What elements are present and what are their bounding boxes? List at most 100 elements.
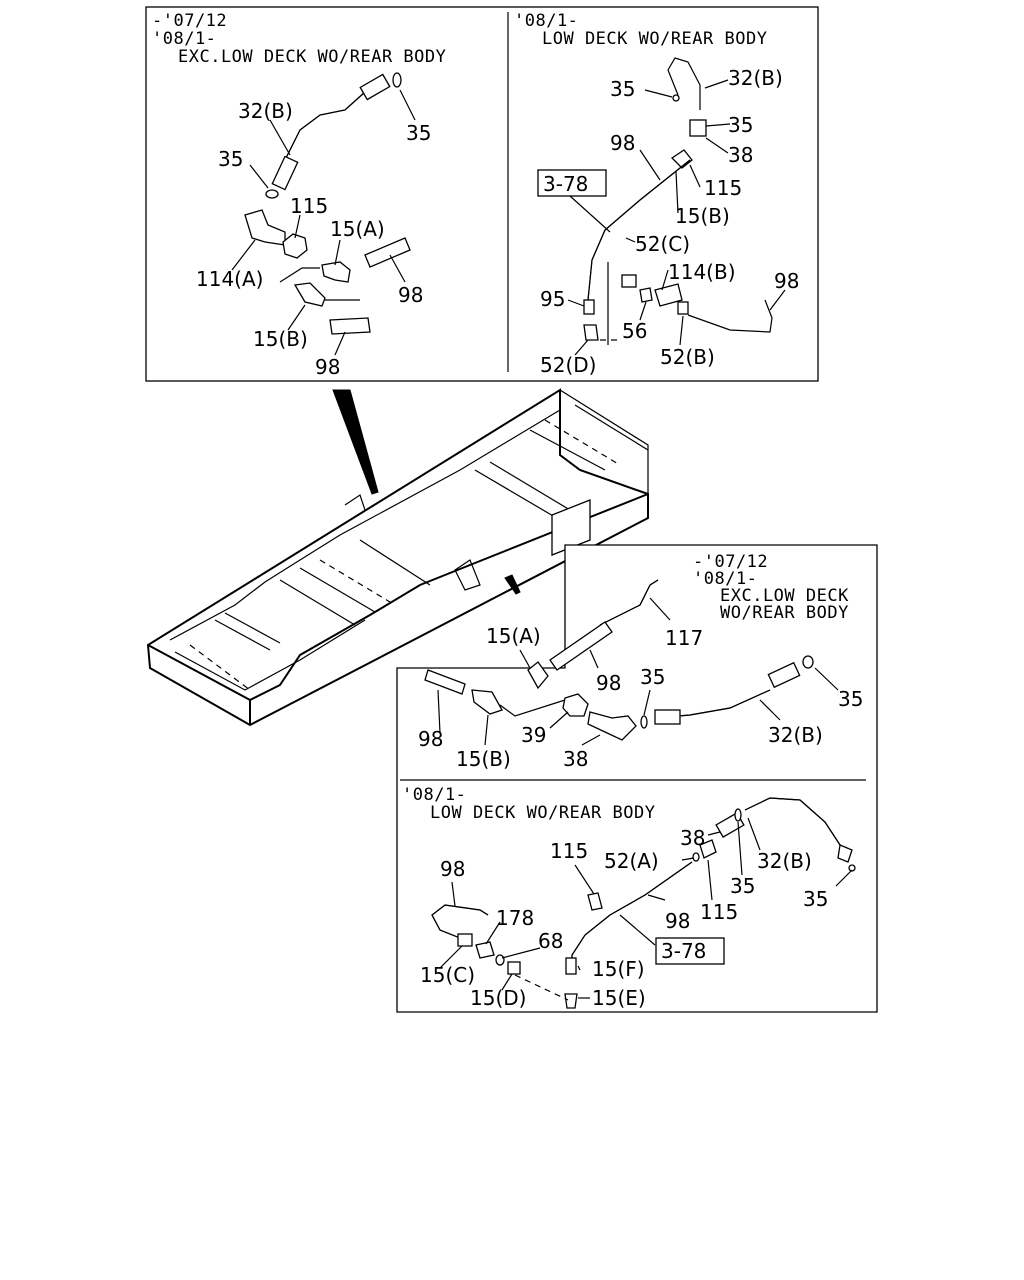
- washer-35-part: [392, 72, 402, 88]
- label-115: 115: [700, 900, 738, 924]
- washer-35-part: [802, 655, 814, 669]
- condition-text: -'07/12: [152, 11, 227, 31]
- label-38: 38: [563, 747, 588, 771]
- connector-38-part: [587, 711, 637, 741]
- label-114b: 114(B): [668, 260, 736, 284]
- chassis-frame: [146, 388, 649, 727]
- pipe-98-part: [549, 621, 613, 671]
- fitting-52a-part: [692, 852, 700, 862]
- condition-text: WO/REAR BODY: [720, 603, 849, 623]
- label-39: 39: [521, 723, 546, 747]
- condition-text: '08/1-: [514, 11, 578, 31]
- label-114a: 114(A): [196, 267, 263, 291]
- label-98: 98: [418, 727, 443, 751]
- label-52a: 52(A): [604, 849, 659, 873]
- ref-box-label[interactable]: 3-78: [661, 939, 706, 963]
- condition-text: -'07/12: [693, 552, 768, 572]
- callout-pointer-top: [332, 389, 379, 495]
- fitting-114a-part: [244, 209, 286, 246]
- label-15b: 15(B): [456, 747, 511, 771]
- label-15f: 15(F): [592, 957, 645, 981]
- label-35: 35: [218, 147, 243, 171]
- condition-text: '08/1-: [693, 569, 757, 589]
- fitting-15b-part: [293, 282, 326, 307]
- fitting-52d-part: [583, 324, 599, 341]
- label-98: 98: [665, 909, 690, 933]
- label-52d: 52(D): [540, 353, 596, 377]
- label-35: 35: [610, 77, 635, 101]
- connector-38-part: [689, 119, 707, 137]
- washer-35-part: [640, 715, 648, 729]
- label-98: 98: [610, 131, 635, 155]
- pipe-98-part: [329, 317, 371, 335]
- pipe-98-part: [687, 299, 773, 333]
- hose-32b-part: [667, 57, 701, 110]
- nut-56-part: [639, 287, 653, 303]
- label-98: 98: [774, 269, 799, 293]
- label-15b: 15(B): [253, 327, 308, 351]
- nut-115-part: [587, 892, 603, 911]
- washer-35-part: [734, 808, 742, 822]
- label-52c: 52(C): [635, 232, 690, 256]
- nut-115-part: [282, 233, 308, 259]
- label-35: 35: [730, 874, 755, 898]
- label-15d: 15(D): [470, 986, 526, 1010]
- nut-115-part: [699, 839, 717, 859]
- label-35: 35: [728, 113, 753, 137]
- label-15a: 15(A): [486, 624, 541, 648]
- label-35: 35: [640, 665, 665, 689]
- pipe-98-part: [424, 669, 466, 695]
- ref-box-3-78[interactable]: [655, 937, 725, 965]
- label-98: 98: [596, 671, 621, 695]
- fitting-15d-part: [507, 961, 521, 975]
- fitting-178-part: [475, 941, 495, 959]
- label-115: 115: [704, 176, 742, 200]
- fitting-52c-part: [621, 274, 637, 288]
- condition-text: '08/1-: [402, 785, 466, 805]
- label-95: 95: [540, 287, 565, 311]
- callout-pointer-bottom: [504, 574, 521, 595]
- condition-text: EXC.LOW DECK WO/REAR BODY: [178, 47, 446, 67]
- label-115: 115: [550, 839, 588, 863]
- condition-text: EXC.LOW DECK: [720, 586, 849, 606]
- ref-box-3-78[interactable]: [537, 169, 607, 197]
- label-35: 35: [838, 687, 863, 711]
- fitting-52b-part: [677, 301, 689, 315]
- condition-text: LOW DECK WO/REAR BODY: [542, 29, 767, 49]
- washer-35-part: [672, 94, 680, 102]
- label-52b: 52(B): [660, 345, 715, 369]
- label-32b: 32(B): [728, 66, 783, 90]
- fitting-95-part: [583, 299, 595, 315]
- label-38: 38: [680, 826, 705, 850]
- label-32b: 32(B): [768, 723, 823, 747]
- fitting-15b-part: [471, 689, 503, 715]
- washer-35-part: [265, 189, 279, 199]
- label-35: 35: [803, 887, 828, 911]
- panel-bottom: -'07/12 '08/1- EXC.LOW DECK WO/REAR BODY: [396, 544, 878, 1013]
- nut-39-part: [562, 693, 589, 717]
- elbow-15a-part: [527, 661, 549, 690]
- washer-35-part: [848, 864, 856, 872]
- fitting-15c-part: [457, 933, 473, 947]
- label-98: 98: [440, 857, 465, 881]
- nut-115-part: [670, 149, 693, 169]
- label-15a: 15(A): [330, 217, 385, 241]
- nut-68-part: [495, 954, 505, 966]
- label-98: 98: [315, 355, 340, 379]
- elbow-15a-part: [321, 261, 351, 283]
- fitting-15e-part: [564, 993, 578, 1009]
- label-15c: 15(C): [420, 963, 475, 987]
- label-98: 98: [398, 283, 423, 307]
- label-178: 178: [496, 906, 534, 930]
- label-56: 56: [622, 319, 647, 343]
- label-15e: 15(E): [592, 986, 646, 1010]
- label-32b: 32(B): [757, 849, 812, 873]
- label-32b: 32(B): [238, 99, 293, 123]
- condition-text: LOW DECK WO/REAR BODY: [430, 803, 655, 823]
- label-115: 115: [290, 194, 328, 218]
- label-117: 117: [665, 626, 703, 650]
- ref-box-label[interactable]: 3-78: [543, 172, 588, 196]
- fitting-15f-part: [565, 957, 577, 975]
- pipe-98-part: [364, 237, 411, 268]
